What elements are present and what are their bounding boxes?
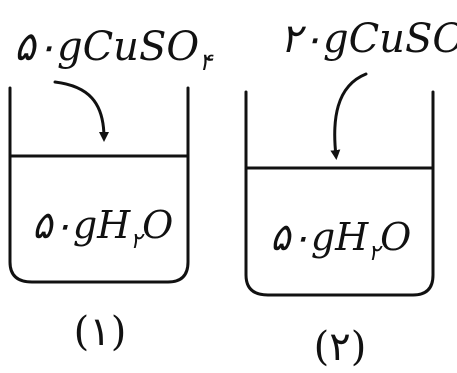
beaker-2-water-label: ۵۰gH۲O	[270, 215, 411, 266]
beaker-1-pour-arrow	[53, 80, 109, 142]
beaker-1-water-label: ۵۰gH۲O	[32, 203, 173, 254]
beaker-1-solute-label: ۵۰gCuSO۴	[14, 24, 214, 76]
beaker-1-caption: (۱)	[74, 309, 127, 355]
beaker-2-group: ۲۰gCuSO۴ ۵۰gH۲O (۲)	[244, 16, 457, 370]
beaker-2-solute-label: ۲۰gCuSO۴	[280, 16, 457, 68]
beaker-1-body	[8, 86, 190, 284]
beaker-2-pour-arrow	[330, 72, 368, 160]
beaker-1-group: ۵۰gCuSO۴ ۵۰gH۲O (۱)	[8, 24, 214, 355]
beaker-2-caption: (۲)	[314, 324, 367, 370]
beaker-2-body	[244, 90, 435, 297]
